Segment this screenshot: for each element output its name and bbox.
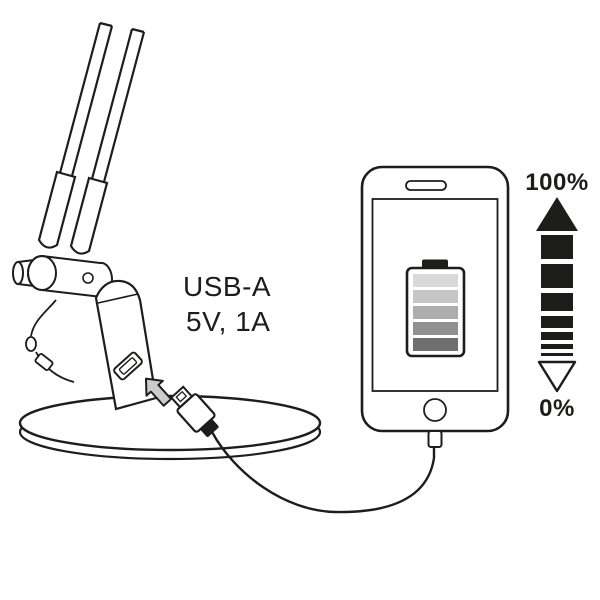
hinge-screw: [82, 272, 94, 284]
power-cord: [25, 299, 75, 383]
scale-bar: [541, 332, 573, 340]
hinge-cap: [27, 255, 57, 291]
lamp-stem-joint-line: [97, 293, 139, 304]
insertion-arrow-shape: [144, 377, 173, 407]
scale-min-label: 0%: [539, 395, 575, 422]
usb-plug-contact: [175, 390, 188, 403]
lightning-plug: [427, 430, 443, 448]
battery-segment: [413, 290, 458, 303]
hinge-knob-stem: [17, 259, 35, 287]
hinge-knob-icon: [12, 261, 24, 285]
usb-port-opening: [118, 357, 138, 375]
empty-arrow-icon: [537, 360, 577, 393]
lamp-arm-sleeve: [37, 170, 77, 249]
lamp-base-top: [18, 394, 322, 452]
usb-plug-strain-relief: [200, 419, 219, 437]
home-button: [423, 398, 447, 422]
scale-bar: [541, 264, 573, 288]
scale-max-label: 100%: [525, 169, 588, 196]
usb-port-slot: [113, 351, 143, 381]
phone-speaker: [405, 180, 447, 191]
battery-icon: [405, 259, 466, 358]
usb-spec-label: 5V, 1A: [186, 306, 270, 337]
cord-clip-icon: [25, 336, 37, 352]
battery-cap: [422, 259, 448, 269]
scale-bar: [541, 344, 573, 349]
lamp-illustration: [12, 21, 322, 461]
charge-scale-icon: 100% 0%: [525, 169, 588, 422]
lamp-arm-rod: [90, 27, 146, 183]
lamp-hinge: [12, 254, 113, 299]
lamp-base: [18, 394, 322, 461]
scale-bar: [541, 353, 573, 356]
power-cord-line: [30, 299, 57, 337]
charging-cable: [210, 431, 436, 514]
scale-bar: [541, 293, 573, 311]
usb-plug-icon: [169, 385, 219, 437]
lamp-arm: [37, 21, 146, 255]
full-arrow-icon: [536, 197, 578, 231]
battery-segment: [413, 338, 458, 351]
usb-port-label: USB-A: [183, 271, 271, 302]
cord-clip-icon: [34, 353, 54, 371]
battery-segment: [413, 274, 458, 287]
scale-bar: [541, 235, 573, 259]
scale-bar: [541, 316, 573, 328]
phone-icon: [360, 165, 510, 448]
battery-segment: [413, 306, 458, 319]
insertion-arrow-icon: [144, 377, 173, 407]
lamp-stem: [94, 279, 158, 411]
lamp-arm-sleeve: [69, 176, 109, 255]
lamp-stem-body: [94, 279, 158, 411]
lamp-arm-rod: [58, 21, 114, 177]
battery-segment: [413, 322, 458, 335]
